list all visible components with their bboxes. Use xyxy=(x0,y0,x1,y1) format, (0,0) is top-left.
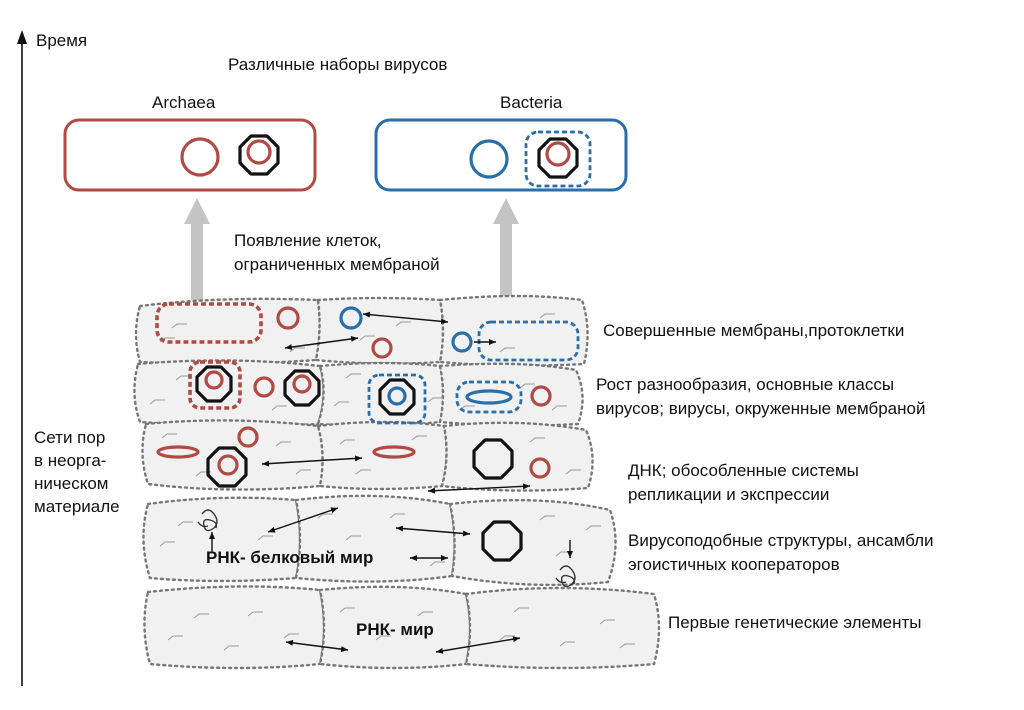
exchange-arrow xyxy=(285,639,349,653)
bacteria-enveloped-virus xyxy=(524,130,592,188)
world-label-rna: РНК- мир xyxy=(356,620,434,639)
exchange-arrow xyxy=(435,636,521,654)
cell xyxy=(294,494,456,583)
stage-4-text: Вирусоподобные структуры, ансамбли xyxy=(628,531,934,550)
cell xyxy=(142,496,302,583)
stage-3-text: ДНК; обособленные системы xyxy=(628,461,859,480)
capsid-genome xyxy=(387,386,407,406)
archaea-label: Archaea xyxy=(152,93,216,112)
virus-ring xyxy=(253,376,275,398)
virus-ring xyxy=(371,337,393,359)
protocell-membrane-archaea xyxy=(155,302,263,344)
stage-5-text: Первые генетические элементы xyxy=(668,613,922,632)
virus-ring xyxy=(276,306,300,330)
cell xyxy=(134,297,321,365)
stage-1-text: Совершенные мембраны,протоклетки xyxy=(603,321,904,340)
side-label-line: ническом xyxy=(34,474,108,493)
bacteria-capsid-icon xyxy=(537,137,579,179)
capsid-icon xyxy=(283,369,321,407)
capsid-genome xyxy=(204,370,224,390)
archaea-domain: Archaea xyxy=(63,93,317,192)
cell xyxy=(438,294,589,367)
bacteria-box xyxy=(374,118,628,192)
virus-ring xyxy=(530,385,552,407)
cell xyxy=(464,586,661,670)
side-label-line: материале xyxy=(34,497,120,516)
grey-arrow-right-shaft xyxy=(500,222,512,300)
virus-ring xyxy=(529,457,551,479)
virus-ring xyxy=(237,426,259,448)
side-label-line: в неорга- xyxy=(34,451,106,470)
bacteria-virus-ring xyxy=(469,139,509,179)
stage-3-text: репликации и экспрессии xyxy=(628,485,829,504)
exchange-arrow xyxy=(267,507,339,533)
capsid-icon xyxy=(378,378,416,416)
rna-fragments xyxy=(149,313,635,651)
bacteria-domain: Bacteria xyxy=(374,93,628,192)
archaea-capsid-icon xyxy=(238,134,280,176)
axis-label: Время xyxy=(36,31,87,50)
linear-genome xyxy=(465,389,513,405)
exchange-arrow xyxy=(284,335,359,351)
capsid-icon xyxy=(481,520,523,562)
virus-ring xyxy=(339,306,363,330)
capsid-genome xyxy=(292,374,312,394)
cell-emergence-arrows xyxy=(184,198,519,300)
exchange-arrow xyxy=(395,525,471,537)
exchange-arrow xyxy=(427,483,531,494)
exchange-arrow xyxy=(261,455,363,467)
transition-line-1: Появление клеток, xyxy=(234,231,382,250)
tangled-rna-icon xyxy=(555,565,576,588)
cell xyxy=(314,296,445,365)
stage-2-text: вирусов; вирусы, окруженные мембраной xyxy=(596,399,925,418)
time-axis: Время xyxy=(17,30,87,686)
grey-arrow-right-head-icon xyxy=(493,198,519,224)
axis-arrowhead-icon xyxy=(17,30,27,44)
protocell-membrane-bacteria xyxy=(477,320,580,362)
exchange-arrow xyxy=(362,311,449,325)
enveloped-virus-bacteria xyxy=(367,373,427,425)
capsid-icon xyxy=(206,446,248,488)
linear-genome xyxy=(372,445,416,459)
world-label-rna-protein: РНК- белковый мир xyxy=(206,548,373,567)
bacteria-capsid-genome xyxy=(545,141,571,167)
cell xyxy=(448,498,617,587)
stage-descriptions: Совершенные мембраны,протоклетки Рост ра… xyxy=(596,321,934,632)
tangled-rna-icon xyxy=(197,509,218,532)
transition-line-2: ограниченных мембраной xyxy=(234,255,440,274)
capsid-genome xyxy=(217,454,239,476)
stage-4-text: эгоистичных кооператоров xyxy=(628,555,840,574)
archaea-virus-ring xyxy=(180,137,220,177)
stage-2-text: Рост разнообразия, основные классы xyxy=(596,375,894,394)
side-label: Сети пор в неорга- ническом материале xyxy=(34,428,120,516)
top-title: Различные наборы вирусов xyxy=(228,55,447,74)
linear-genome xyxy=(156,445,200,459)
capsid-icon xyxy=(195,365,233,403)
cell xyxy=(143,585,326,670)
grey-arrow-left-head-icon xyxy=(184,198,210,224)
grey-arrow-left-shaft xyxy=(191,222,203,300)
bacteria-label: Bacteria xyxy=(500,93,563,112)
capsid-icon xyxy=(472,438,514,480)
enveloped-virus-bacteria xyxy=(455,380,523,414)
archaea-capsid-genome xyxy=(246,139,272,165)
cell xyxy=(440,421,594,492)
virus-ring xyxy=(451,331,473,353)
enveloped-virus-archaea xyxy=(188,360,242,410)
side-label-line: Сети пор xyxy=(34,428,105,447)
